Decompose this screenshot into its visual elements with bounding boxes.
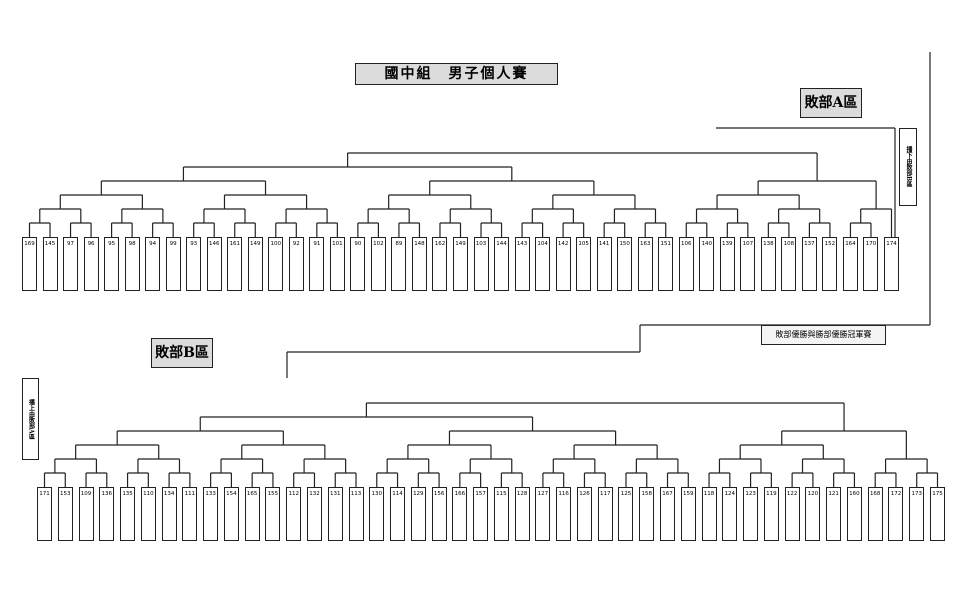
bracket-b-slot: 119 (763, 487, 779, 541)
bracket-b-slot: 111 (182, 487, 198, 541)
bracket-a-slot: 105 (576, 237, 592, 291)
bracket-b-slot: 158 (639, 487, 655, 541)
bracket-b-slot: 123 (743, 487, 759, 541)
note-a: 播下由敗部B區 (899, 128, 917, 206)
bracket-a-slot: 95 (104, 237, 120, 291)
bracket-a-slot: 107 (740, 237, 756, 291)
bracket-b-slot: 130 (369, 487, 385, 541)
bracket-a-slot: 139 (719, 237, 735, 291)
bracket-a-slot: 162 (432, 237, 448, 291)
bracket-a-slot: 148 (411, 237, 427, 291)
bracket-a-slot: 174 (884, 237, 899, 291)
bracket-b-slot: 157 (473, 487, 489, 541)
zone-a-label: 敗部A區 (800, 88, 862, 118)
bracket-b-slot: 154 (223, 487, 239, 541)
bracket-a-slot: 103 (473, 237, 489, 291)
bracket-b-slot: 153 (57, 487, 73, 541)
bracket-b-slot: 118 (701, 487, 717, 541)
bracket-b-slot: 159 (680, 487, 696, 541)
bracket-b-slot: 168 (867, 487, 883, 541)
bracket-a-slot: 138 (760, 237, 776, 291)
bracket-b-slot: 124 (722, 487, 738, 541)
bracket-b-slot: 155 (265, 487, 281, 541)
bracket-b-slot: 172 (888, 487, 904, 541)
bracket-b-slot: 110 (140, 487, 156, 541)
bracket-b-slot: 156 (431, 487, 447, 541)
bracket-b-slot: 173 (909, 487, 925, 541)
bracket-b-slot: 112 (286, 487, 302, 541)
bracket-b-slot: 175 (930, 487, 945, 541)
bracket-a-slot: 170 (863, 237, 879, 291)
bracket-a-slot: 91 (309, 237, 325, 291)
note-b: 播上由敗部A區 (22, 378, 39, 460)
bracket-b-slot: 126 (576, 487, 592, 541)
bracket-b-slot: 129 (410, 487, 426, 541)
bracket-a-slot: 161 (227, 237, 243, 291)
bracket-a-slot: 151 (658, 237, 674, 291)
zone-b-label: 敗部B區 (151, 338, 213, 368)
bracket-b-slot: 122 (784, 487, 800, 541)
bracket-b-slot: 121 (826, 487, 842, 541)
bracket-b-slot: 131 (327, 487, 343, 541)
bracket-a-slot: 140 (699, 237, 715, 291)
bracket-b-slot: 109 (78, 487, 94, 541)
bracket-b-slot: 136 (99, 487, 115, 541)
bracket-b-slot: 167 (660, 487, 676, 541)
bracket-a-slot: 106 (678, 237, 694, 291)
bracket-a-slot: 99 (165, 237, 181, 291)
bracket-a-slot: 89 (391, 237, 407, 291)
bracket-b-slot: 113 (348, 487, 364, 541)
bracket-b-slot: 116 (556, 487, 572, 541)
bracket-a-slot: 143 (514, 237, 530, 291)
bracket-a-slot: 164 (842, 237, 858, 291)
bracket-a-slot: 142 (555, 237, 571, 291)
bracket-b-slot: 135 (120, 487, 136, 541)
bracket-a-slot: 90 (350, 237, 366, 291)
bracket-a-slot: 137 (801, 237, 817, 291)
bracket-a-slot: 169 (22, 237, 37, 291)
bracket-a-slot: 96 (83, 237, 99, 291)
bracket-a-slot: 104 (535, 237, 551, 291)
bracket-b-slot: 171 (37, 487, 52, 541)
bracket-b-slot: 160 (846, 487, 862, 541)
bracket-a-slot: 98 (124, 237, 140, 291)
bracket-a-slot: 150 (617, 237, 633, 291)
bracket-b-slot: 127 (535, 487, 551, 541)
bracket-b-slot: 120 (805, 487, 821, 541)
bracket-a-slot: 102 (370, 237, 386, 291)
bracket-a-slot: 149 (247, 237, 263, 291)
bracket-a-slot: 146 (206, 237, 222, 291)
bracket-a-slot: 101 (329, 237, 345, 291)
bracket-a-slot: 144 (494, 237, 510, 291)
bracket-a-slot: 163 (637, 237, 653, 291)
bracket-b-slot: 132 (306, 487, 322, 541)
bracket-a-slot: 145 (42, 237, 58, 291)
bracket-a-slot: 149 (453, 237, 468, 291)
bracket-b-slot: 128 (514, 487, 530, 541)
bracket-a-slot: 100 (268, 237, 284, 291)
bracket-a-slot: 94 (145, 237, 161, 291)
bracket-b-slot: 166 (452, 487, 468, 541)
bracket-b-slot: 115 (493, 487, 509, 541)
bracket-a-slot: 93 (186, 237, 202, 291)
bracket-b-slot: 133 (203, 487, 219, 541)
bracket-a-slot: 97 (63, 237, 79, 291)
bracket-b-slot: 117 (597, 487, 613, 541)
bracket-title: 國中組 男子個人賽 (355, 63, 558, 85)
bracket-b-slot: 114 (390, 487, 406, 541)
bracket-b-slot: 134 (161, 487, 177, 541)
bracket-a-slot: 152 (822, 237, 838, 291)
bracket-b-slot: 165 (244, 487, 260, 541)
bracket-a-slot: 108 (781, 237, 797, 291)
bracket-b-slot: 125 (618, 487, 634, 541)
bracket-a-slot: 141 (596, 237, 612, 291)
bracket-a-slot: 92 (288, 237, 304, 291)
